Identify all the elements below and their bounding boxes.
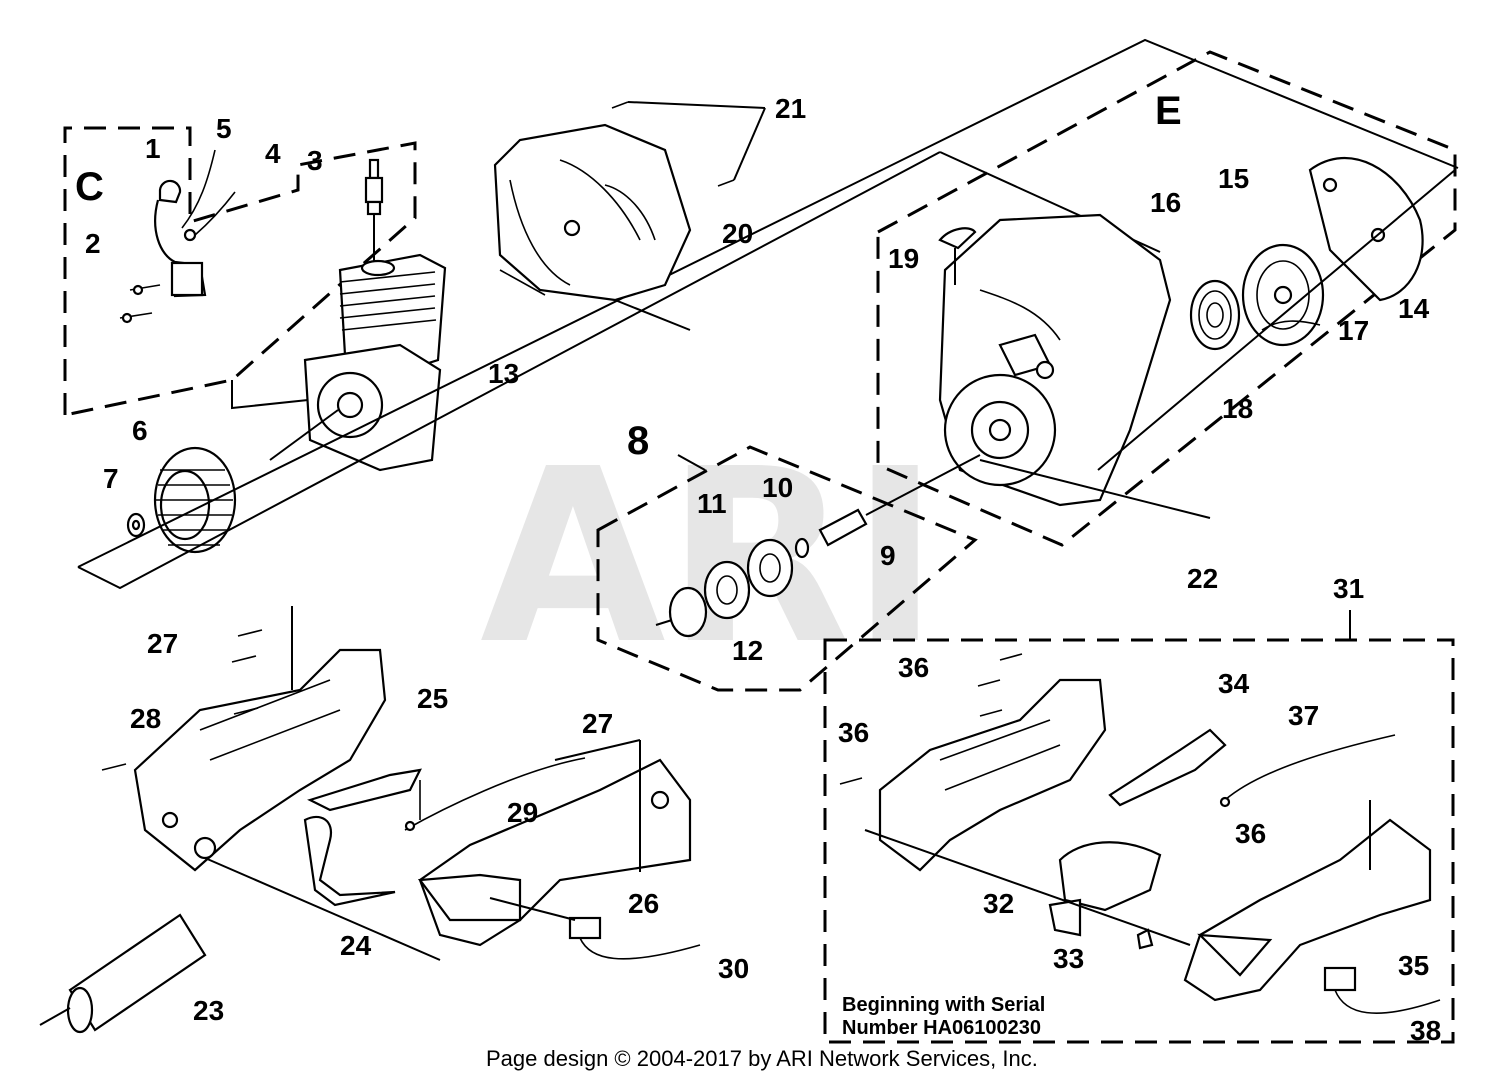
group-c-leader (231, 380, 309, 410)
spark-plug (364, 158, 384, 262)
callout-5: 5 (216, 113, 232, 144)
switch-assembly-left (489, 897, 701, 960)
group-c-label: C (75, 165, 104, 209)
callout-18: 18 (1222, 393, 1253, 424)
clutch-spacer (818, 508, 868, 547)
assembly-outline-lower (77, 151, 941, 590)
handle-screws-left (101, 606, 293, 771)
ignition-wire (181, 149, 236, 242)
throttle-lever-new (1108, 728, 1227, 807)
callout-33: 33 (1053, 943, 1084, 974)
rear-housing-new (1183, 800, 1432, 1002)
callout-34: 34 (1218, 668, 1250, 699)
callout-37: 37 (1288, 700, 1319, 731)
throttle-trigger-25 (307, 768, 422, 812)
callout-20: 20 (722, 218, 753, 249)
clutch-shoe-b (746, 538, 794, 598)
assembly-outline-top (77, 38, 1459, 568)
callout-2: 2 (85, 228, 101, 259)
copyright-footer: Page design © 2004-2017 by ARI Network S… (486, 1046, 1038, 1071)
shroud-screws (611, 101, 766, 187)
group-31-axis (864, 829, 1191, 946)
callout-30: 30 (718, 953, 749, 984)
shroud-leader (614, 299, 691, 331)
throttle-cable (404, 757, 586, 832)
trigger-lockout (1048, 841, 1162, 937)
callout-6: 6 (132, 415, 148, 446)
drive-tube (39, 913, 207, 1034)
group-c-box (63, 126, 417, 417)
group-8-label: 8 (627, 419, 649, 463)
cylinder-shroud (493, 123, 692, 302)
handle-housing-new (839, 653, 1107, 872)
clutch-shaft-line (865, 454, 981, 516)
clutch-shoe-a (703, 560, 751, 620)
ignition-coil (119, 179, 207, 324)
callout-36a: 36 (898, 652, 929, 683)
engine-cylinder (269, 253, 447, 472)
clutch-washer (794, 537, 810, 559)
callout-38: 38 (1410, 1015, 1441, 1046)
callout-17: 17 (1338, 315, 1369, 346)
flywheel (153, 446, 237, 554)
callout-9: 9 (880, 540, 896, 571)
callout-4: 4 (265, 138, 281, 169)
group-8-box (596, 445, 978, 692)
callout-31: 31 (1333, 573, 1364, 604)
rear-housing (417, 739, 692, 947)
callout-21: 21 (775, 93, 806, 124)
recoil-spring (1189, 279, 1241, 351)
callout-14: 14 (1398, 293, 1430, 324)
lower-left-axis (204, 857, 441, 961)
callout-3: 3 (307, 145, 323, 176)
callout-36c: 36 (1235, 818, 1266, 849)
callout-13: 13 (488, 358, 519, 389)
callout-36b: 36 (838, 717, 869, 748)
callout-25: 25 (417, 683, 448, 714)
serial-note-line1: Beginning with Serial (842, 994, 1045, 1016)
group-31-box (823, 610, 1455, 1044)
callout-10: 10 (762, 472, 793, 503)
callout-27b: 27 (582, 708, 613, 739)
callout-7: 7 (103, 463, 119, 494)
callout-12: 12 (732, 635, 763, 666)
throttle-cable-new (1219, 734, 1396, 808)
callout-29: 29 (507, 797, 538, 828)
group-e-label: E (1155, 89, 1182, 133)
serial-note-line2: Number HA06100230 (842, 1017, 1041, 1039)
starter-pulley (1241, 243, 1325, 347)
callout-1: 1 (145, 133, 161, 164)
ari-watermark: ARI (480, 417, 940, 697)
callout-27a: 27 (147, 628, 178, 659)
callout-24: 24 (340, 930, 372, 961)
callout-22: 22 (1187, 563, 1218, 594)
callout-32: 32 (983, 888, 1014, 919)
callout-16: 16 (1150, 187, 1181, 218)
group-e-axis (1097, 169, 1456, 471)
clutch-drum (655, 586, 708, 638)
callout-15: 15 (1218, 163, 1249, 194)
lockout-spring (1136, 928, 1154, 950)
callout-19: 19 (888, 243, 919, 274)
callout-28: 28 (130, 703, 161, 734)
callout-26: 26 (628, 888, 659, 919)
handle-housing (133, 648, 387, 872)
starter-housing (938, 213, 1211, 519)
group-8-leader (677, 454, 706, 471)
callout-35: 35 (1398, 950, 1429, 981)
callout-23: 23 (193, 995, 224, 1026)
starter-handle (938, 227, 977, 285)
group-e-box (876, 50, 1457, 547)
callout-11: 11 (697, 488, 727, 519)
washer (126, 512, 146, 538)
throttle-lever (303, 815, 396, 907)
switch-assembly-new (1323, 966, 1441, 1014)
